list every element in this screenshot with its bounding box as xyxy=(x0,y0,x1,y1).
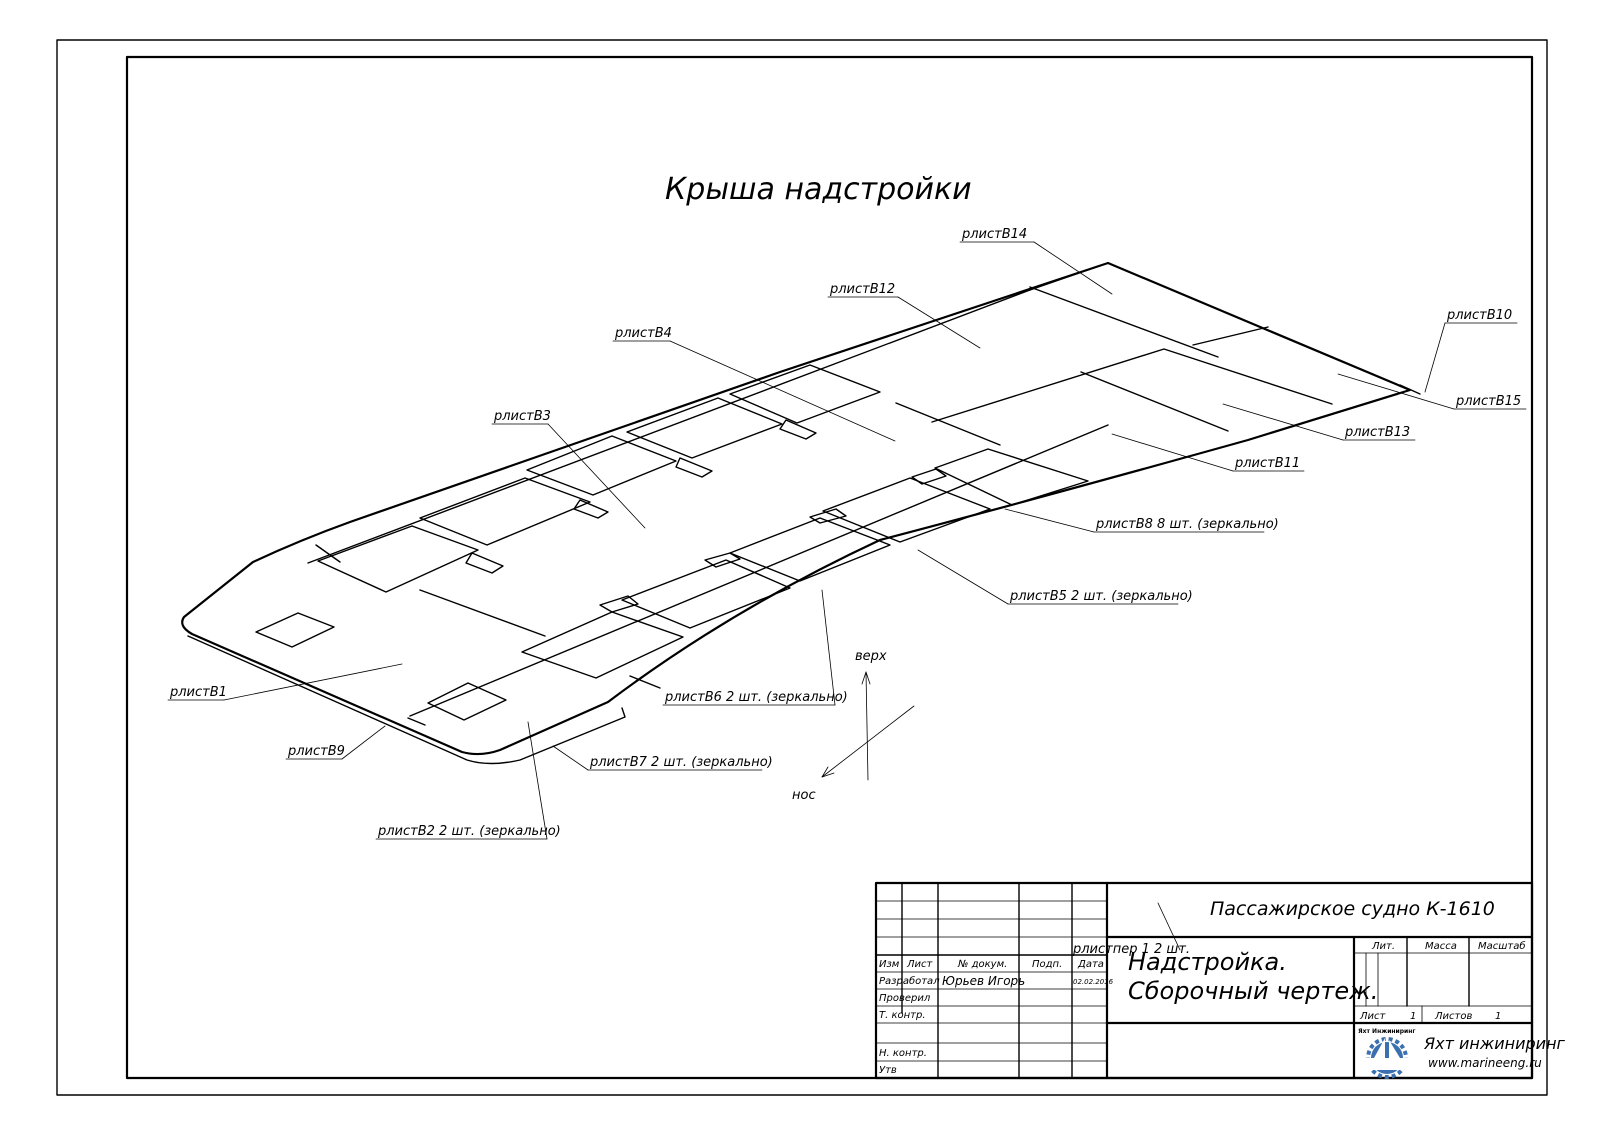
upper-panels xyxy=(317,364,881,593)
tb-col-sign: Подп. xyxy=(1032,959,1062,970)
callout-list6: рлистВ6 2 шт. (зеркально) xyxy=(664,690,848,705)
inner-frame xyxy=(125,55,1534,1080)
orientation-axes: верх нос xyxy=(792,649,915,803)
callout-list1: рлистВ1 xyxy=(169,685,227,700)
tb-col-doc: № докум. xyxy=(957,959,1007,970)
tb-row-tcontr: Т. контр. xyxy=(879,1010,926,1021)
callout-list7: рлистВ7 2 шт. (зеркально) xyxy=(589,755,773,770)
title-block xyxy=(874,881,1534,1080)
tb-col-date: Дата xyxy=(1077,959,1104,970)
callout-list9: рлистВ9 xyxy=(287,744,345,759)
callout-list8: рлистВ8 8 шт. (зеркально) xyxy=(1095,517,1279,532)
tb-row-ncontr: Н. контр. xyxy=(879,1048,927,1059)
lower-panels xyxy=(521,448,1089,679)
callout-list14: рлистВ14 xyxy=(961,227,1027,242)
callout-list11: рлистВ11 xyxy=(1234,456,1300,471)
tb-project: Пассажирское судно К-1610 xyxy=(1210,898,1495,920)
tb-row-dev: Разработал xyxy=(879,975,940,987)
callout-list4: рлистВ4 xyxy=(614,326,672,341)
axis-bow-label: нос xyxy=(792,788,816,803)
tb-scale: Масштаб xyxy=(1478,940,1526,952)
callout-list12: рлистВ12 xyxy=(829,282,895,297)
small-hatches xyxy=(255,612,507,721)
tb-row-approve: Утв xyxy=(879,1065,897,1076)
company-logo-icon xyxy=(1360,1037,1414,1079)
callouts: рлистВ14 рлистВ12 рлистВ4 рлистВ3 рлистВ… xyxy=(167,227,1527,957)
drawing-title: Крыша надстройки xyxy=(665,172,972,207)
tb-sheet-value: 1 xyxy=(1410,1011,1416,1022)
tb-developer: Юрьев Игорь xyxy=(942,974,1025,988)
tb-sheets-value: 1 xyxy=(1495,1011,1501,1022)
callout-list13: рлистВ13 xyxy=(1344,425,1410,440)
tb-row-check: Проверил xyxy=(879,993,931,1004)
tb-sheets-label: Листов xyxy=(1434,1011,1472,1022)
tb-company: Яхт инжиниринг xyxy=(1423,1034,1566,1053)
tb-sheet-label: Лист xyxy=(1359,1011,1387,1022)
callout-list5: рлистВ5 2 шт. (зеркально) xyxy=(1009,589,1193,604)
roof-outline xyxy=(181,261,1421,765)
callout-list3: рлистВ3 xyxy=(493,409,551,424)
tb-doc-title-1: Надстройка. xyxy=(1128,948,1287,976)
outer-frame xyxy=(56,39,1548,1096)
tb-lit: Лит. xyxy=(1371,941,1395,952)
callout-list2: рлистВ2 2 шт. (зеркально) xyxy=(377,824,561,839)
tb-date: 02.02.2016 xyxy=(1073,978,1114,986)
tb-col-izm: Изм xyxy=(879,959,900,970)
axis-up-label: верх xyxy=(855,649,887,664)
tb-website: www.marineeng.ru xyxy=(1428,1056,1542,1070)
callout-list10: рлистВ10 xyxy=(1446,308,1512,323)
tb-col-list: Лист xyxy=(906,959,934,970)
title-block-text: Пассажирское судно К-1610 Надстройка. Сб… xyxy=(879,898,1566,1076)
callout-overlap: рлистпер 1 2 шт. xyxy=(1072,942,1190,957)
tb-logo-caption: Яхт Инжиниринг xyxy=(1358,1028,1416,1035)
tb-mass: Масса xyxy=(1425,941,1457,952)
callout-list15: рлистВ15 xyxy=(1455,394,1521,409)
tb-doc-title-2: Сборочный чертеж. xyxy=(1128,977,1378,1005)
